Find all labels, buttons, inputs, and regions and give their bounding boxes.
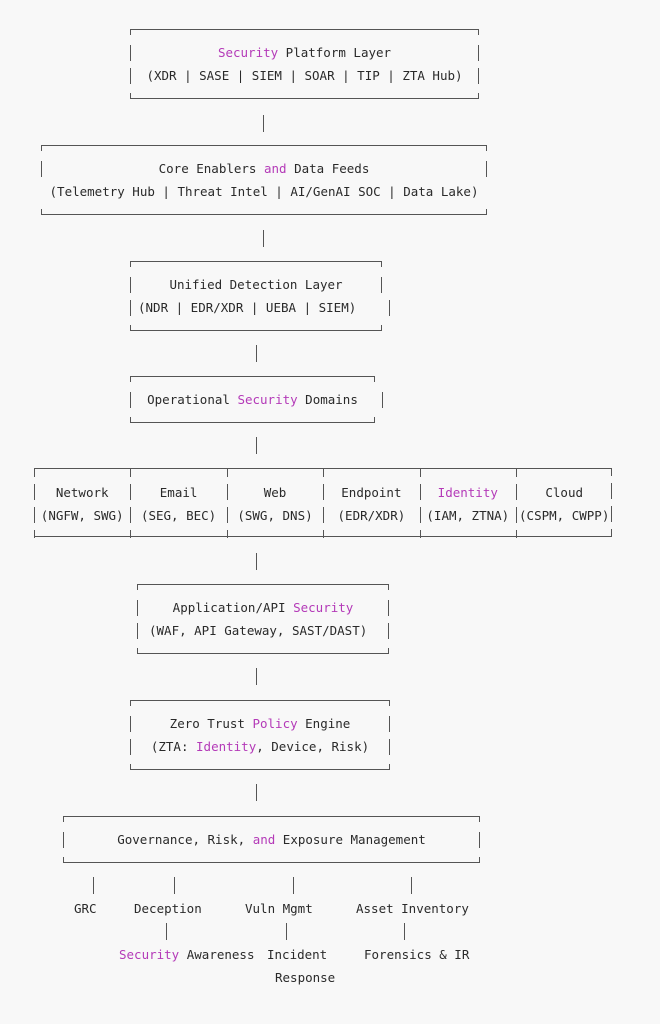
asset-inventory-label: Asset Inventory <box>356 901 469 916</box>
connector <box>293 877 294 894</box>
incident-response-label-1: Incident <box>267 947 328 962</box>
platform-layer-title: Security Platform Layer <box>217 45 392 60</box>
grc-label: GRC <box>74 901 97 916</box>
domains-right-edge <box>611 468 612 537</box>
zerotrust-layer-box: Zero Trust Policy Engine (ZTA: Identity,… <box>130 700 390 770</box>
appsec-layer-title: Application/API Security <box>172 600 354 615</box>
connector <box>93 877 94 894</box>
connector <box>256 553 257 570</box>
domain-cell-web: Web (SWG, DNS) <box>226 468 324 538</box>
detection-layer-items: (NDR | EDR/XDR | UEBA | SIEM) <box>138 300 357 315</box>
connector <box>404 923 405 940</box>
detection-layer-box: Unified Detection Layer (NDR | EDR/XDR |… <box>130 261 390 331</box>
security-awareness-label: Security Awareness <box>119 947 255 962</box>
domain-sub: (IAM, ZTNA) <box>426 508 510 523</box>
enablers-layer-box: Core Enablers and Data Feeds (Telemetry … <box>41 145 487 215</box>
operational-domains-box: Operational Security Domains <box>130 376 383 423</box>
connector <box>286 923 287 940</box>
domain-name: Web <box>263 485 287 500</box>
platform-layer-box: Security Platform Layer (XDR | SASE | SI… <box>130 29 479 99</box>
domain-sub: (CSPM, CWPP) <box>519 508 610 523</box>
operational-domains-title: Operational Security Domains <box>147 392 358 407</box>
domain-sub: (NGFW, SWG) <box>40 508 124 523</box>
vuln-mgmt-label: Vuln Mgmt <box>245 901 313 916</box>
domain-cell-identity: Identity (IAM, ZTNA) <box>419 468 516 538</box>
domain-cell-email: Email (SEG, BEC) <box>130 468 227 538</box>
connector <box>263 230 264 247</box>
domain-name: Email <box>159 485 198 500</box>
domain-cell-cloud: Cloud (CSPM, CWPP) <box>516 468 613 538</box>
forensics-ir-label: Forensics & IR <box>364 947 470 962</box>
detection-layer-title: Unified Detection Layer <box>169 277 343 292</box>
domain-sub: (SWG, DNS) <box>237 508 313 523</box>
connector <box>166 923 167 940</box>
connector <box>256 784 257 801</box>
enablers-layer-title: Core Enablers and Data Feeds <box>158 161 370 176</box>
governance-layer-title: Governance, Risk, and Exposure Managemen… <box>117 832 426 847</box>
enablers-layer-items: (Telemetry Hub | Threat Intel | AI/GenAI… <box>49 184 479 199</box>
appsec-layer-items: (WAF, API Gateway, SAST/DAST) <box>149 623 368 638</box>
domain-name: Network <box>55 485 109 500</box>
connector <box>174 877 175 894</box>
zerotrust-layer-items: (ZTA: Identity, Device, Risk) <box>150 739 370 754</box>
connector <box>256 345 257 362</box>
incident-response-label-2: Response <box>275 970 336 985</box>
platform-layer-items: (XDR | SASE | SIEM | SOAR | TIP | ZTA Hu… <box>146 68 463 83</box>
appsec-layer-box: Application/API Security (WAF, API Gatew… <box>137 584 389 654</box>
connector <box>411 877 412 894</box>
domain-cell-endpoint: Endpoint (EDR/XDR) <box>323 468 420 538</box>
connector <box>256 668 257 685</box>
connector <box>256 437 257 454</box>
domain-name: Endpoint <box>341 485 402 500</box>
domain-name: Identity <box>437 485 498 500</box>
domain-sub: (SEG, BEC) <box>140 508 217 523</box>
domain-sub: (EDR/XDR) <box>337 508 406 523</box>
domain-cell-network: Network (NGFW, SWG) <box>34 468 131 538</box>
governance-layer-box: Governance, Risk, and Exposure Managemen… <box>63 816 480 863</box>
zerotrust-layer-title: Zero Trust Policy Engine <box>169 716 351 731</box>
connector <box>263 115 264 132</box>
domain-name: Cloud <box>545 485 584 500</box>
deception-label: Deception <box>134 901 202 916</box>
